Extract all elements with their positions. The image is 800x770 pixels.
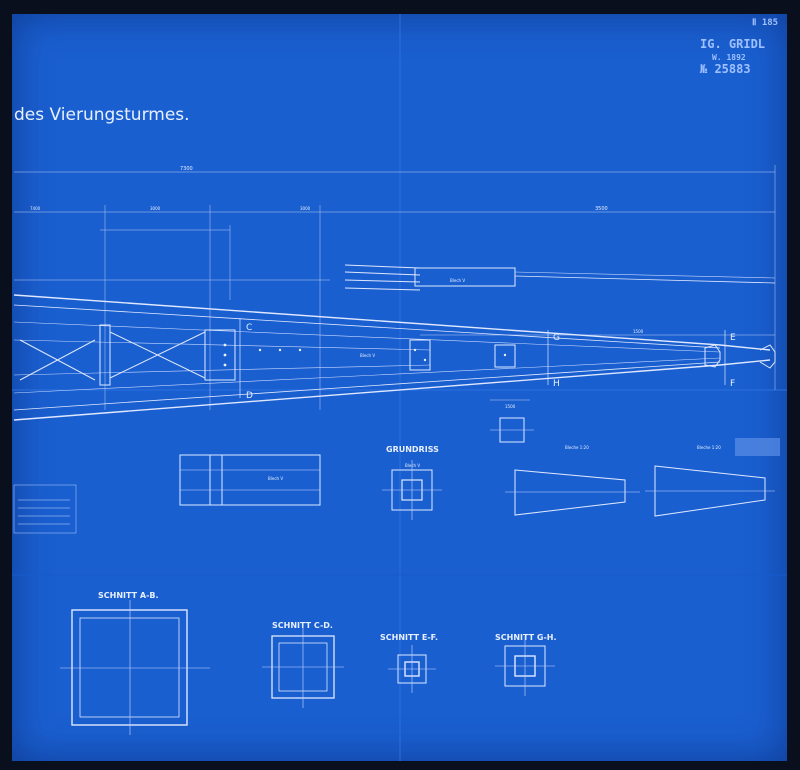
plate-scale-2: Bleche 1:20 bbox=[697, 445, 721, 450]
section-letter-d: D bbox=[246, 391, 253, 401]
section-ab-title: SCHNITT A-B. bbox=[98, 591, 159, 600]
section-letter-f: F bbox=[730, 379, 735, 389]
stamp-line1: IG. GRIDL bbox=[700, 37, 765, 51]
paper-patch bbox=[735, 438, 780, 456]
dim-d3: 3000 bbox=[300, 206, 311, 211]
dim-d2: 3000 bbox=[150, 206, 161, 211]
stamp-line2: W. 1892 bbox=[712, 53, 746, 62]
beam-detail: Blech V bbox=[179, 454, 321, 506]
grundriss-detail: GRUNDRISS Blech V bbox=[382, 417, 534, 520]
label-blech-3: Blech V bbox=[268, 476, 283, 481]
section-letter-h: H bbox=[553, 379, 560, 389]
dim-overall: 7300 bbox=[180, 166, 193, 172]
upper-rod: Blech V bbox=[344, 264, 776, 291]
section-ef: SCHNITT E-F. bbox=[380, 633, 438, 693]
section-ef-title: SCHNITT E-F. bbox=[380, 633, 438, 642]
section-letter-c: C bbox=[246, 323, 252, 333]
label-blech-2: Blech V bbox=[450, 278, 465, 283]
dim-d1: 7400 bbox=[30, 206, 41, 211]
dim-span: 3500 bbox=[595, 206, 608, 212]
legend-box bbox=[13, 484, 77, 534]
section-gh-title: SCHNITT G-H. bbox=[495, 633, 557, 642]
label-blech-4: Blech V bbox=[405, 463, 420, 468]
section-cd-title: SCHNITT C-D. bbox=[272, 621, 333, 630]
dim-d5: 1500 bbox=[505, 404, 516, 409]
stamp-number: № 25883 bbox=[700, 62, 751, 76]
section-letter-e: E bbox=[730, 333, 736, 343]
plate-scale-1: Bleche 1:20 bbox=[565, 445, 589, 450]
section-ab: SCHNITT A-B. bbox=[60, 591, 210, 735]
plate-details: Bleche 1:20 Bleche 1:20 bbox=[505, 445, 775, 517]
dimension-lines: 7300 3500 7400 3000 3000 1500 1500 bbox=[14, 165, 776, 410]
section-letter-g: G bbox=[553, 333, 560, 343]
drawing-title: des Vierungsturmes. bbox=[14, 105, 190, 125]
section-cd: SCHNITT C-D. bbox=[262, 621, 344, 708]
section-gh: SCHNITT G-H. bbox=[495, 633, 557, 696]
grundriss-title: GRUNDRISS bbox=[386, 445, 439, 454]
dim-d4: 1500 bbox=[633, 329, 644, 334]
stamp-corner: Ⅱ 185 bbox=[752, 17, 778, 28]
label-blech: Blech V bbox=[360, 353, 375, 358]
main-girder: C D G H E F Blech V bbox=[13, 294, 776, 421]
archive-stamp: IG. GRIDL W. 1892 № 25883 Ⅱ 185 bbox=[700, 17, 778, 76]
